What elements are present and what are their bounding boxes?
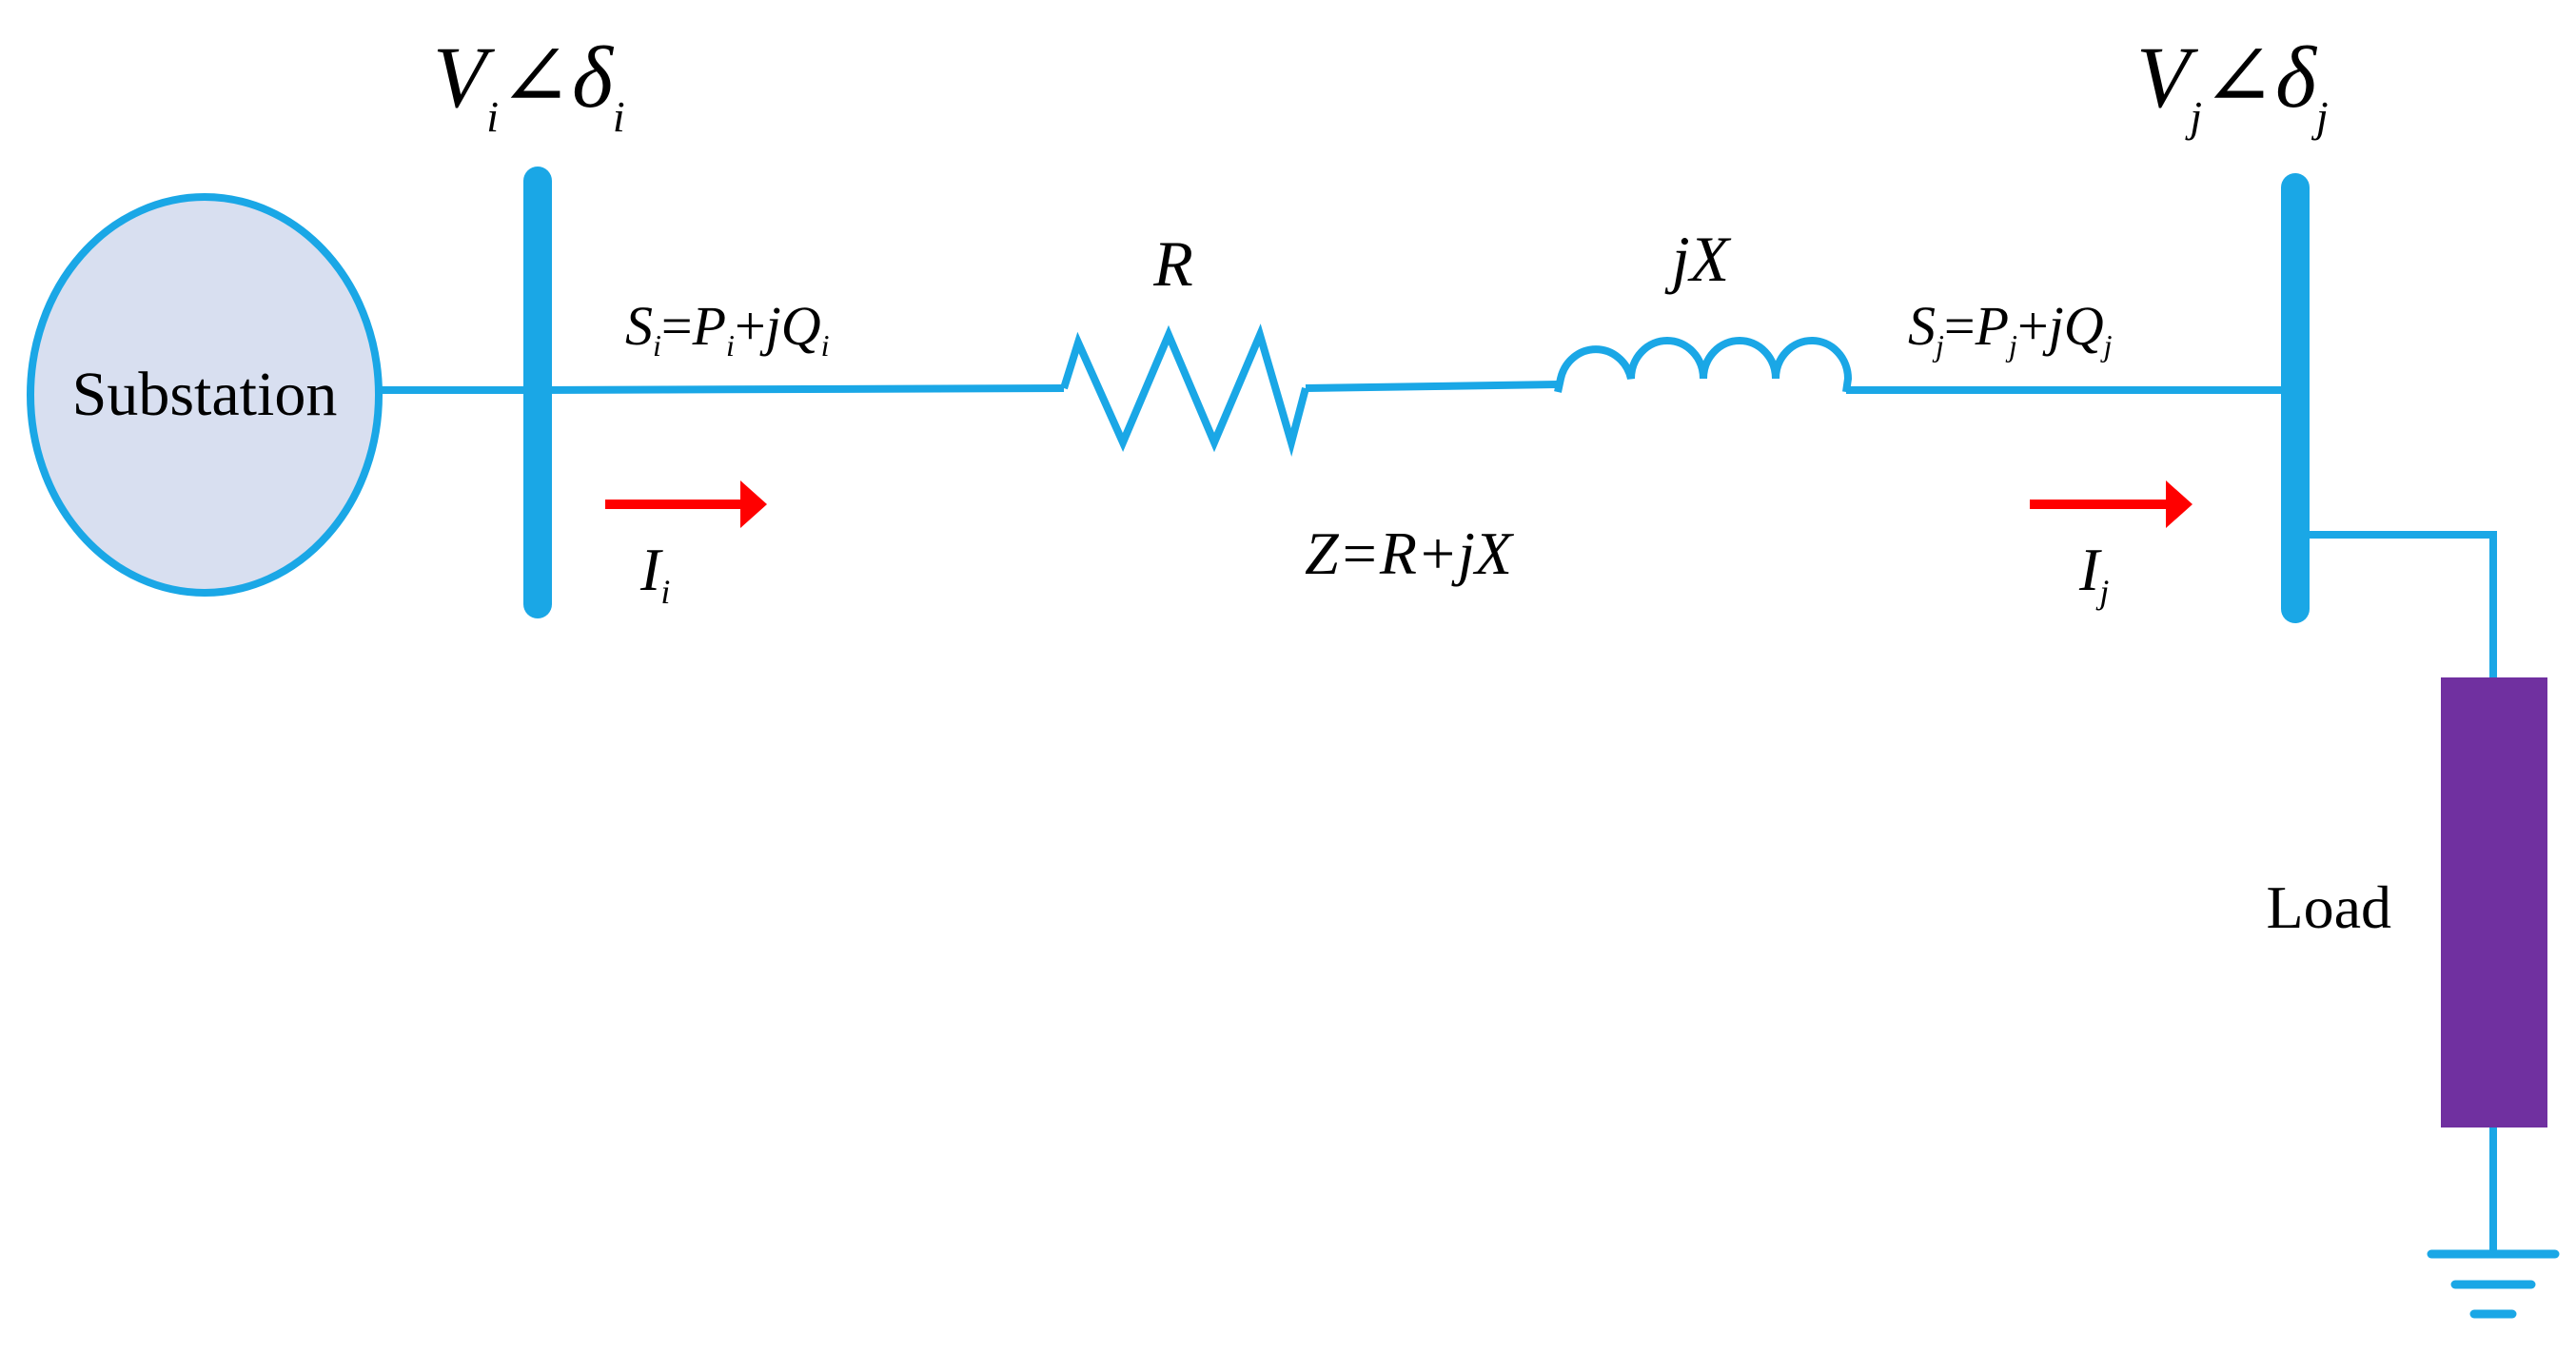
wire-resistor-to-inductor xyxy=(1305,381,1559,392)
power-i-label: Si=Pi+jQi xyxy=(625,295,830,363)
inductor-label: jX xyxy=(1664,223,1732,295)
substation-label: Substation xyxy=(72,360,338,429)
resistor-label: R xyxy=(1152,227,1193,300)
bus-j-voltage-label: Vj∠δj xyxy=(2136,29,2329,141)
ground-symbol-icon xyxy=(2427,1249,2560,1319)
current-i-label: Ii xyxy=(639,536,670,611)
load-label: Load xyxy=(2267,873,2392,941)
load-rectangle-icon xyxy=(2441,677,2547,1128)
substation: Substation xyxy=(27,193,383,597)
impedance-label: Z=R+jX xyxy=(1305,520,1515,587)
current-j-label: Ij xyxy=(2078,536,2109,611)
line-wires xyxy=(379,381,2497,1254)
substation-icon xyxy=(27,193,383,597)
current-arrowhead-j xyxy=(2166,480,2193,528)
bus-i-voltage-label: Vi∠δi xyxy=(433,29,625,141)
zigzag-resistor-icon xyxy=(1060,324,1309,457)
coil-inductor-icon xyxy=(1554,337,1853,393)
wire-bus-i-to-resistor xyxy=(537,384,1065,394)
current-arrowhead-i xyxy=(740,480,767,528)
power-j-label: Sj=Pj+jQj xyxy=(1908,295,2113,363)
wire-bus-j-to-load xyxy=(2295,531,2497,677)
